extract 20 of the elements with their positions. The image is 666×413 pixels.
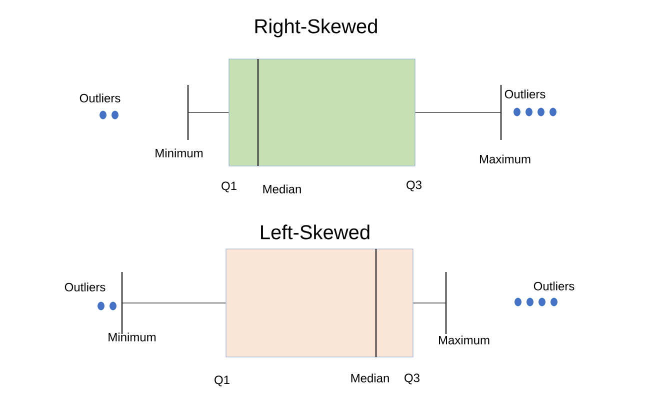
axis-label: Median [263, 184, 301, 194]
whisker-cap [445, 271, 447, 335]
whisker-line [122, 302, 226, 304]
whisker-cap [187, 84, 189, 141]
axis-label: Q1 [214, 376, 230, 386]
axis-label: Median [351, 374, 389, 382]
axis-label: Outliers [80, 94, 120, 102]
axis-label: Outliers [534, 282, 574, 290]
axis-label: Q1 [222, 182, 236, 192]
axis-label: Q3 [404, 374, 420, 384]
whisker-cap [500, 84, 502, 141]
axis-label: Maximum [480, 154, 530, 164]
whisker-cap [121, 271, 123, 335]
axis-label: Minimum [108, 332, 156, 342]
whisker-line [414, 112, 501, 113]
whisker-line [412, 302, 446, 304]
axis-label: Q3 [406, 180, 422, 192]
whisker-line [188, 112, 230, 113]
chart-title: Left-Skewed [261, 224, 370, 240]
chart-title: Right-Skewed [255, 18, 377, 38]
